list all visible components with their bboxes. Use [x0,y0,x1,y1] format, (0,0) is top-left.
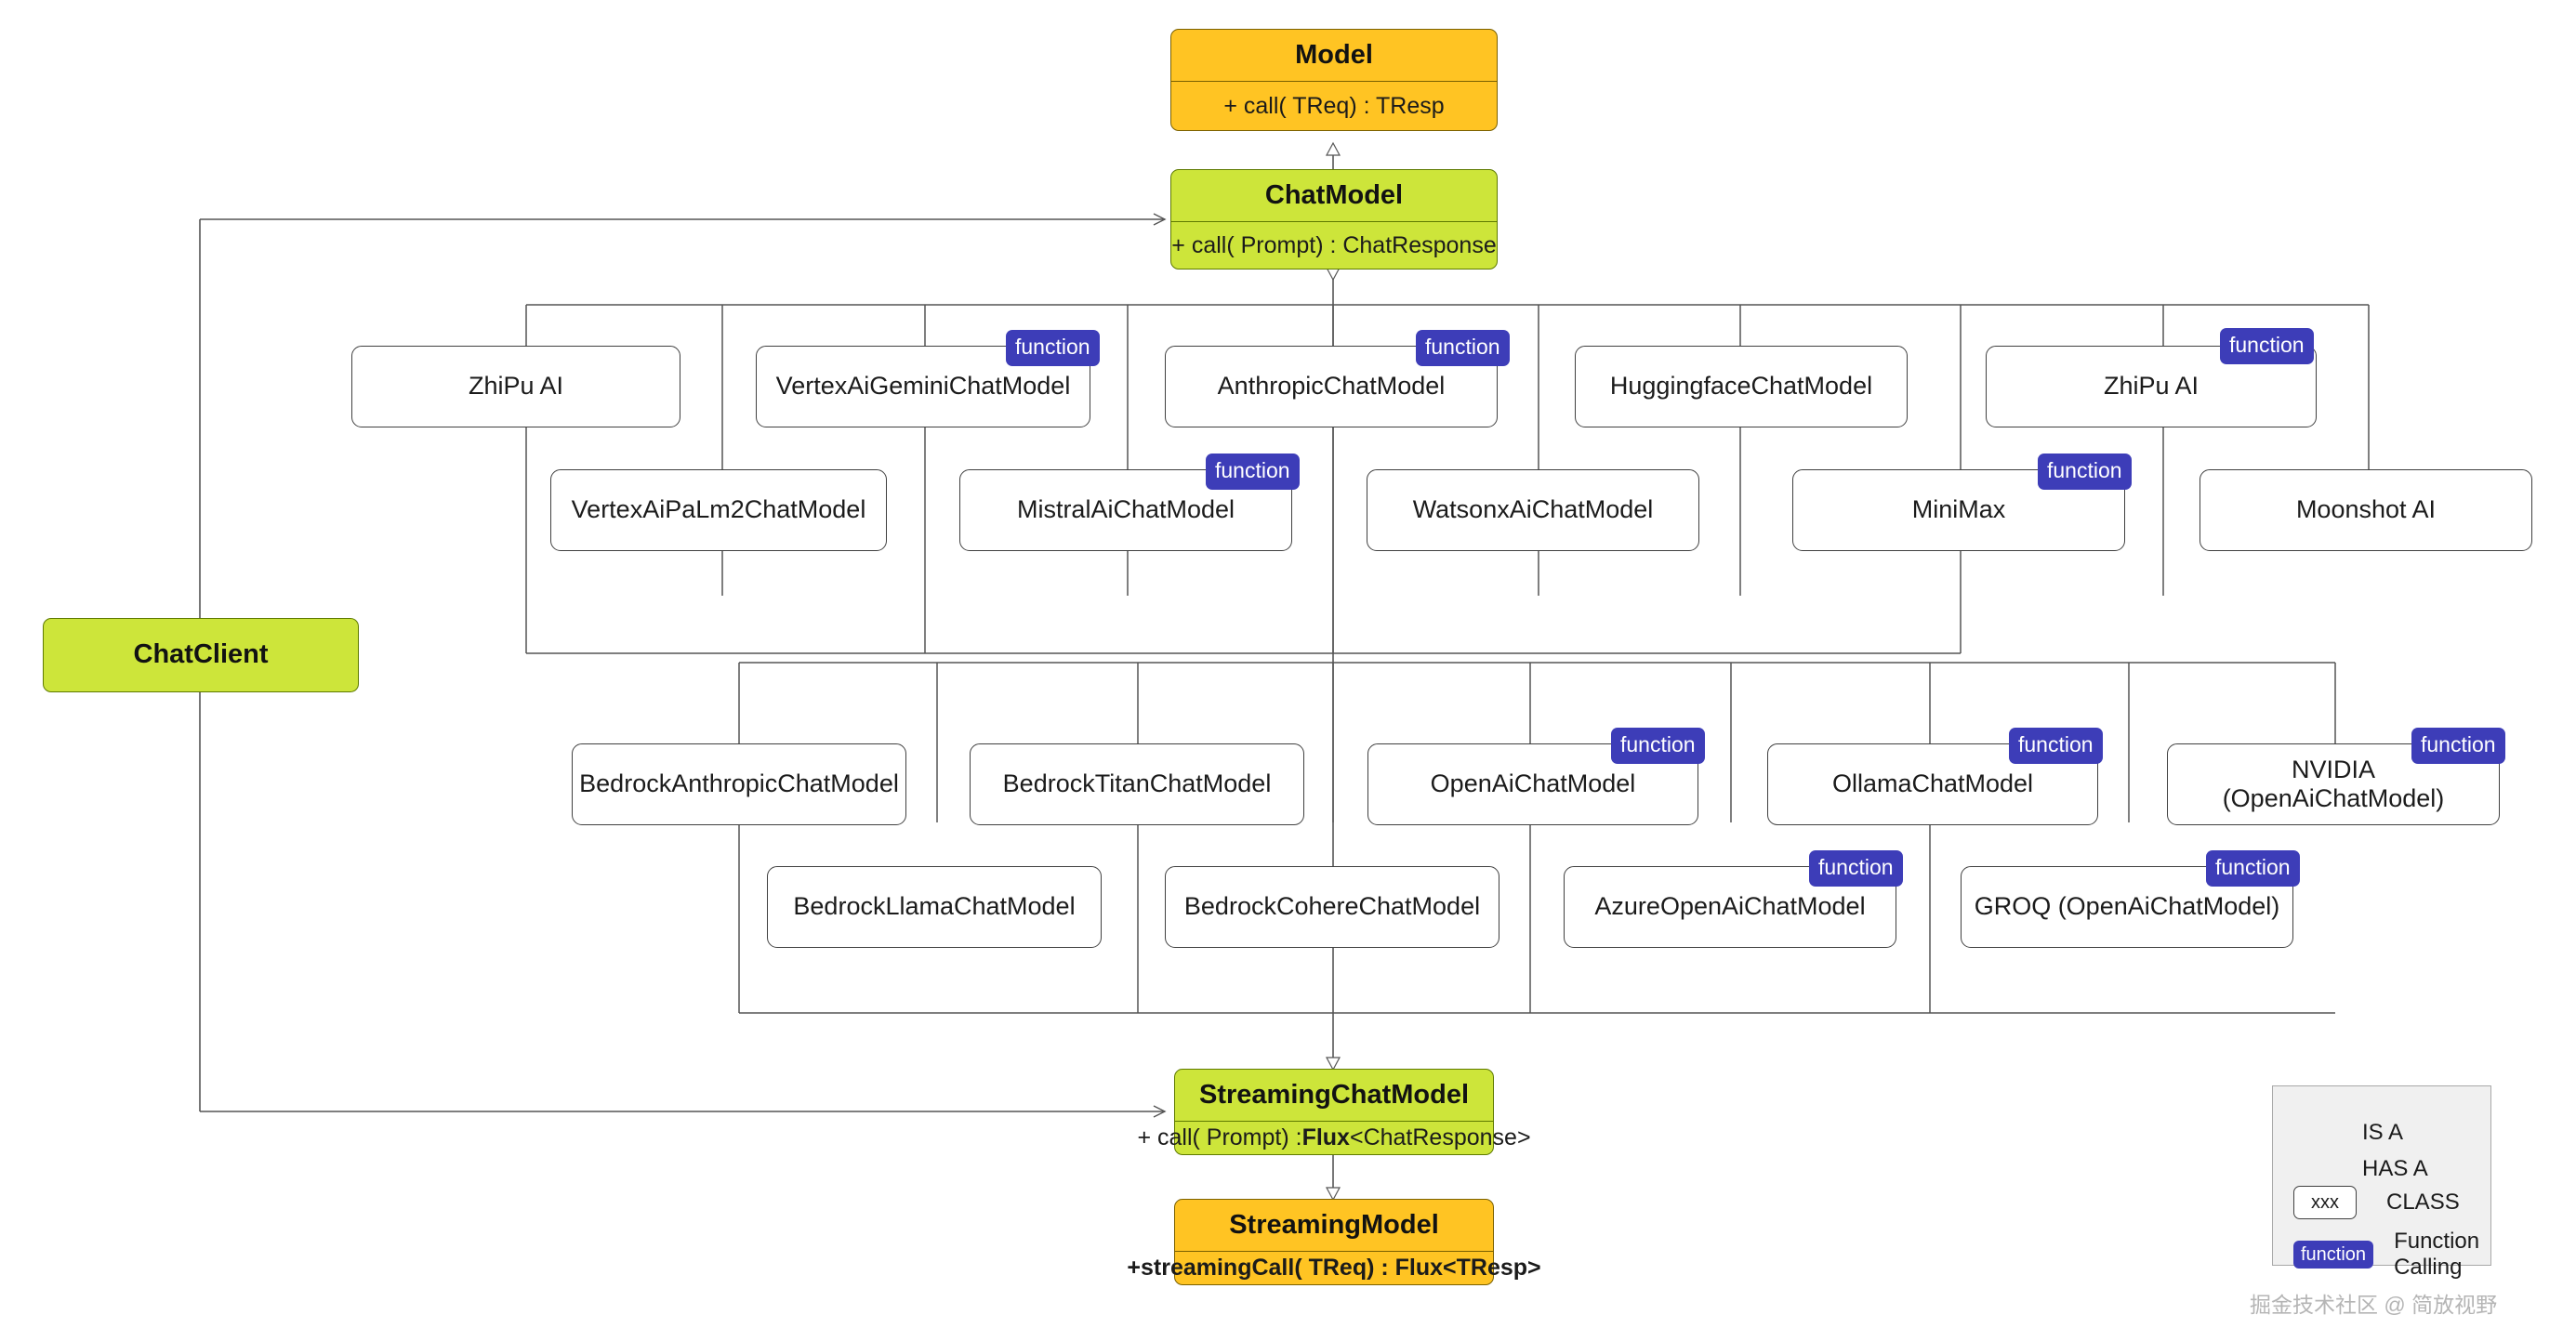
legend-function-badge: function [2293,1241,2374,1269]
legend-label-function: Function Calling [2394,1229,2480,1281]
class-box-label: ZhiPu AI [2103,372,2200,401]
class-box[interactable]: BedrockLlamaChatModel [767,866,1102,948]
function-calling-badge: function [1416,330,1510,366]
class-box-label: GROQ (OpenAiChatModel) [1974,892,2280,921]
legend-label-class: CLASS [2386,1189,2460,1215]
class-box-label: OllamaChatModel [1831,769,2034,798]
function-calling-badge: function [1206,454,1300,490]
class-box[interactable]: GROQ (OpenAiChatModel) [1961,866,2293,948]
class-box[interactable]: BedrockTitanChatModel [970,743,1304,825]
class-chatclient[interactable]: ChatClient [43,618,359,692]
class-chatmodel-method: + call( Prompt) : ChatResponse [1171,221,1497,269]
legend-row-function: function Function Calling [2293,1229,2479,1282]
class-box-label: VertexAiPaLm2ChatModel [571,495,866,524]
legend-label-isa: IS A [2362,1120,2404,1145]
class-streamingchatmodel-title: StreamingChatModel [1198,1079,1470,1110]
class-model-title: Model [1295,39,1373,70]
legend-row-isa: IS A [2362,1120,2403,1146]
class-box-label: Moonshot AI [2295,495,2437,524]
class-streamingmodel[interactable]: StreamingModel + streamingCall( TReq) : … [1127,1199,1541,1285]
legend-label-hasa: HAS A [2362,1156,2428,1181]
class-box-label: BedrockTitanChatModel [1002,769,1272,798]
class-streamingchatmodel[interactable]: StreamingChatModel + call( Prompt) : Flu… [1137,1069,1531,1155]
watermark: 掘金技术社区 @ 简放视野 [2250,1293,2498,1317]
class-box-label: MiniMax [1911,495,2006,524]
class-streamingmodel-title: StreamingModel [1229,1209,1439,1240]
class-chatmodel[interactable]: ChatModel + call( Prompt) : ChatResponse [1170,169,1498,270]
class-box[interactable]: BedrockCohereChatModel [1165,866,1499,948]
legend-panel: IS A HAS A xxx CLASS function Function C… [2272,1085,2491,1280]
class-model-method: + call( TReq) : TResp [1171,81,1497,130]
class-box[interactable]: ZhiPu AI [351,346,680,427]
class-box[interactable]: BedrockAnthropicChatModel [572,743,906,825]
function-calling-badge: function [2038,454,2132,490]
class-box-label: WatsonxAiChatModel [1412,495,1654,524]
class-box[interactable]: VertexAiPaLm2ChatModel [550,469,887,551]
class-box[interactable]: Moonshot AI [2200,469,2532,551]
class-box-label: AzureOpenAiChatModel [1594,892,1866,921]
class-box[interactable]: OllamaChatModel [1767,743,2098,825]
class-streamingmodel-method: + streamingCall( TReq) : Flux<TResp> [1127,1251,1541,1284]
class-box-label: ZhiPu AI [468,372,564,401]
function-calling-badge: function [1611,728,1705,764]
class-box-label: AnthropicChatModel [1217,372,1446,401]
legend-row-class: xxx CLASS [2293,1186,2460,1219]
function-calling-badge: function [1809,850,1903,887]
function-calling-badge: function [2206,850,2300,887]
legend-class-box: xxx [2293,1186,2357,1219]
function-calling-badge: function [2220,328,2314,364]
class-chatclient-title: ChatClient [133,639,269,670]
class-box[interactable]: VertexAiGeminiChatModel [756,346,1090,427]
class-box-label: HuggingfaceChatModel [1609,372,1873,401]
class-box[interactable]: HuggingfaceChatModel [1575,346,1908,427]
class-model[interactable]: Model + call( TReq) : TResp [1170,29,1498,131]
class-box-label: BedrockAnthropicChatModel [579,769,899,798]
class-box-label: BedrockCohereChatModel [1183,892,1481,921]
class-chatmodel-title: ChatModel [1264,179,1404,210]
class-box-label: VertexAiGeminiChatModel [775,372,1071,401]
class-streamingchatmodel-method: + call( Prompt) : Flux<ChatResponse> [1137,1121,1531,1154]
class-box-label: NVIDIA (OpenAiChatModel) [2222,755,2445,812]
function-calling-badge: function [2411,728,2505,764]
class-box-label: OpenAiChatModel [1430,769,1636,798]
function-calling-badge: function [1006,330,1100,366]
class-box-label: BedrockLlamaChatModel [793,892,1076,921]
legend-row-hasa: HAS A [2362,1156,2428,1182]
function-calling-badge: function [2009,728,2103,764]
class-box[interactable]: WatsonxAiChatModel [1367,469,1699,551]
class-box-label: MistralAiChatModel [1016,495,1235,524]
